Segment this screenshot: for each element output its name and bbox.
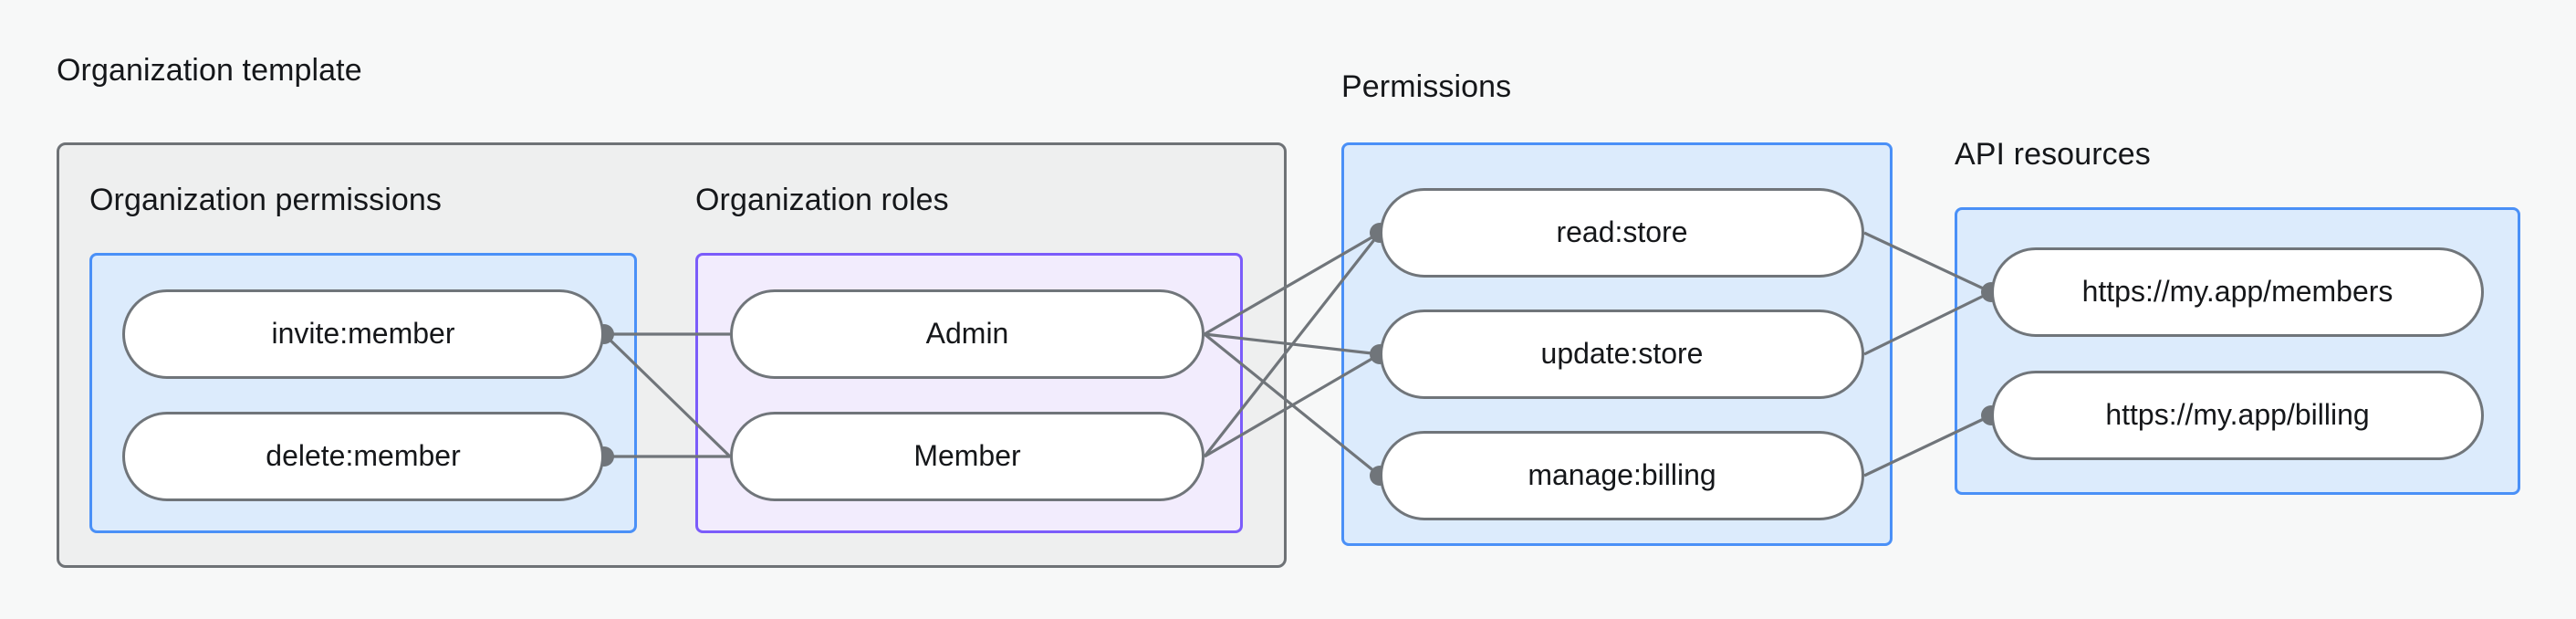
api-resources-title: API resources [1955, 137, 2151, 172]
node-read-store[interactable]: read:store [1380, 188, 1864, 278]
node-invite-member-label: invite:member [271, 317, 455, 350]
node-admin-label: Admin [925, 317, 1009, 350]
node-delete-member-label: delete:member [266, 439, 461, 472]
node-members-url[interactable]: https://my.app/members [1991, 247, 2484, 337]
node-update-store[interactable]: update:store [1380, 310, 1864, 399]
node-admin[interactable]: Admin [730, 289, 1205, 379]
node-delete-member[interactable]: delete:member [122, 412, 604, 501]
node-member[interactable]: Member [730, 412, 1205, 501]
node-manage-billing[interactable]: manage:billing [1380, 431, 1864, 520]
organization-roles-title: Organization roles [695, 183, 949, 217]
node-invite-member[interactable]: invite:member [122, 289, 604, 379]
node-billing-url-label: https://my.app/billing [2105, 398, 2370, 431]
node-members-url-label: https://my.app/members [2081, 275, 2393, 308]
node-read-store-label: read:store [1556, 215, 1688, 248]
node-manage-billing-label: manage:billing [1528, 458, 1716, 491]
organization-template-title: Organization template [57, 53, 362, 88]
node-billing-url[interactable]: https://my.app/billing [1991, 371, 2484, 460]
node-member-label: Member [913, 439, 1021, 472]
node-update-store-label: update:store [1540, 337, 1704, 370]
organization-permissions-title: Organization permissions [89, 183, 443, 217]
permissions-title: Permissions [1341, 69, 1512, 104]
